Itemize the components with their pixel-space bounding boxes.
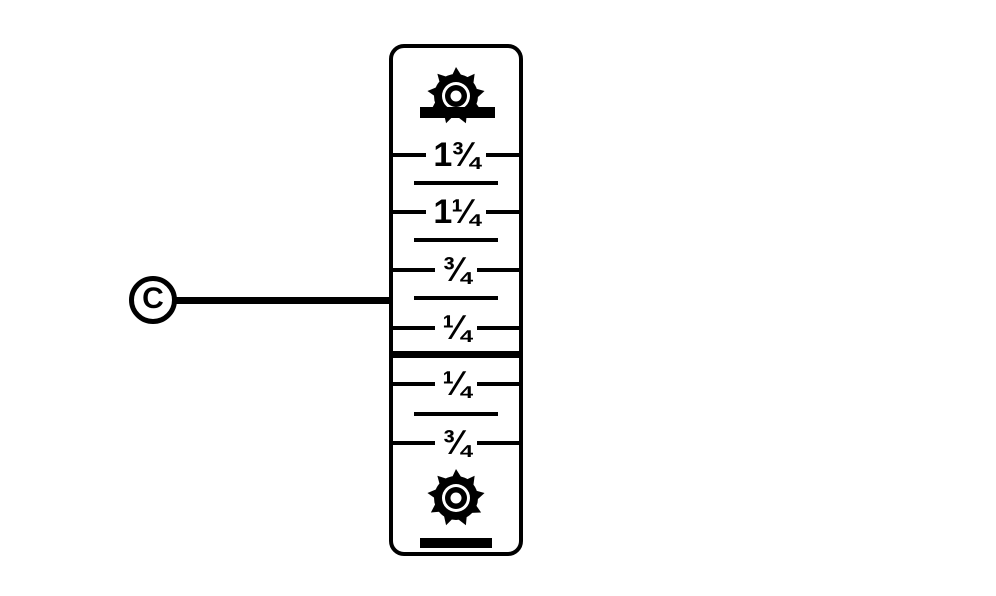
tick-line-left: [393, 153, 427, 157]
tick-line-right: [485, 153, 520, 157]
tick-label: ¾: [442, 424, 470, 462]
tick-line-right: [476, 326, 520, 330]
scale-minor-tick: [414, 412, 498, 416]
depth-scale-inner: 1¾ 1¼ ¾ ¼: [393, 48, 520, 553]
tick-line-right: [476, 268, 520, 272]
depth-scale-panel: 1¾ 1¼ ¾ ¼: [389, 44, 523, 556]
scale-tick-1-4-upper: ¼: [393, 309, 520, 347]
scale-tick-3-4-lower: ¾: [393, 424, 520, 462]
tick-line-left: [393, 268, 436, 272]
tick-line-right: [476, 382, 520, 386]
scale-tick-1-1-4: 1¼: [393, 193, 520, 231]
tick-label: ¼: [442, 365, 470, 403]
tick-label: 1¾: [433, 136, 479, 174]
tick-line-left: [393, 326, 436, 330]
tick-label: ¼: [442, 309, 470, 347]
tick-line-left: [393, 382, 436, 386]
saw-blade-through-table-icon: [406, 65, 506, 129]
tick-line-right: [476, 441, 520, 445]
saw-blade-through-table-svg: [420, 67, 495, 124]
scale-tick-1-3-4: 1¾: [393, 136, 520, 174]
tick-label: 1¼: [433, 193, 479, 231]
tick-label: ¾: [442, 251, 470, 289]
saw-blade-above-table-svg: [420, 469, 492, 548]
scale-tick-1-4-lower: ¼: [393, 365, 520, 403]
tick-line-left: [393, 441, 436, 445]
scale-tick-3-4-upper: ¾: [393, 251, 520, 289]
saw-blade-above-table-icon: [406, 467, 506, 553]
scale-minor-tick: [414, 296, 498, 300]
callout-circle-c: C: [129, 276, 177, 324]
scale-zero-line: [393, 351, 519, 358]
scale-minor-tick: [414, 181, 498, 185]
callout-label: C: [142, 282, 164, 315]
tick-line-right: [485, 210, 520, 214]
callout-leader-line: [176, 297, 390, 304]
tick-line-left: [393, 210, 427, 214]
scale-minor-tick: [414, 238, 498, 242]
